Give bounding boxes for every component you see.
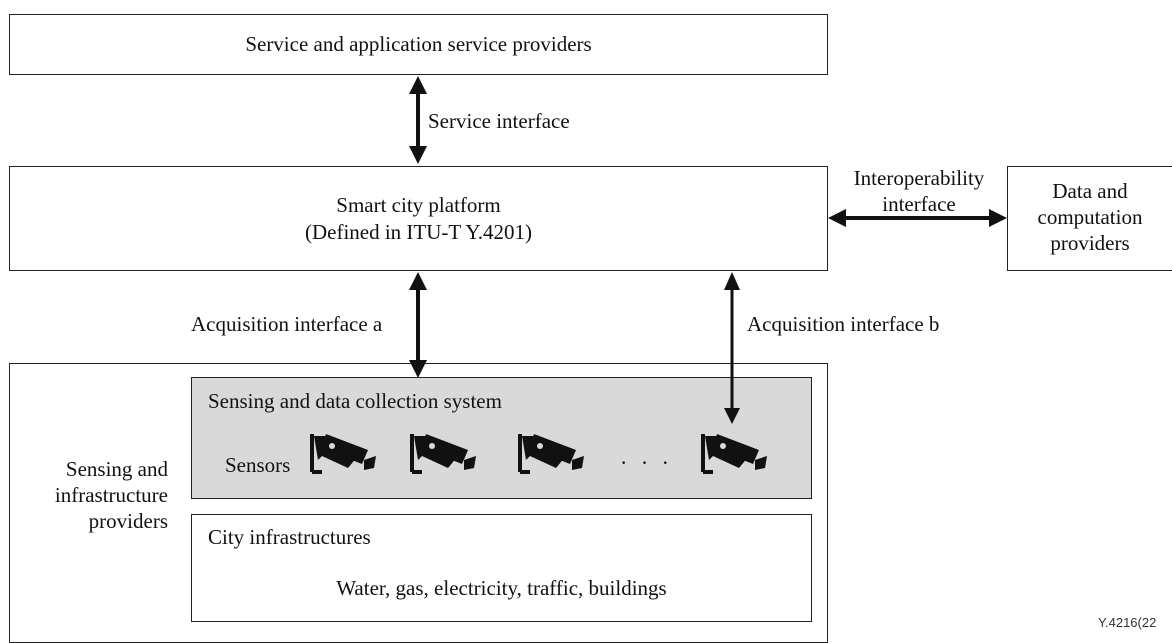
- sensors-label: Sensors: [225, 453, 291, 477]
- acquisition-interface-b-label: Acquisition interface b: [747, 312, 940, 336]
- sensors-ellipsis: · · ·: [620, 450, 673, 475]
- platform-title: Smart city platform: [336, 193, 501, 217]
- sensing-data-collection-box: Sensing and data collection system Senso…: [191, 377, 812, 499]
- city-infrastructures-items: Water, gas, electricity, traffic, buildi…: [336, 576, 667, 600]
- service-interface-arrow: [409, 76, 427, 164]
- interop-line2: interface: [882, 192, 956, 216]
- platform-subtitle: (Defined in ITU-T Y.4201): [304, 220, 533, 244]
- sensing-system-title: Sensing and data collection system: [208, 389, 502, 413]
- data-providers-line1: Data and: [1052, 179, 1128, 203]
- interoperability-interface-label: Interoperability interface: [828, 165, 1010, 217]
- data-providers-line3: providers: [1050, 231, 1130, 255]
- figure-id: Y.4216(22: [1098, 615, 1157, 630]
- acquisition-interface-a-label: Acquisition interface a: [191, 312, 383, 336]
- city-infrastructures-box: City infrastructures Water, gas, electri…: [191, 514, 812, 622]
- sensing-infra-line2: infrastructure: [54, 483, 168, 507]
- sensing-infra-line1: Sensing and: [65, 457, 168, 481]
- data-providers-line2: computation: [1037, 205, 1143, 229]
- service-providers-label: Service and application service provider…: [245, 32, 592, 56]
- data-providers-label: Data and computation providers: [1008, 178, 1172, 256]
- data-computation-providers-box: Data and computation providers: [1007, 166, 1172, 271]
- sensing-infrastructure-label: Sensing and infrastructure providers: [16, 456, 168, 534]
- sensing-infra-line3: providers: [88, 509, 168, 533]
- service-providers-box: Service and application service provider…: [9, 14, 828, 75]
- service-interface-label: Service interface: [428, 109, 570, 133]
- interop-line1: Interoperability: [853, 166, 985, 190]
- city-infrastructures-title: City infrastructures: [208, 525, 371, 549]
- smart-city-platform-box: Smart city platform (Defined in ITU-T Y.…: [9, 166, 828, 271]
